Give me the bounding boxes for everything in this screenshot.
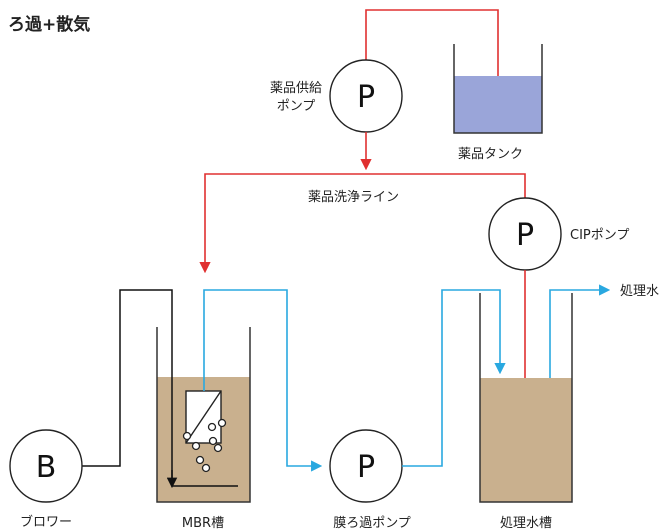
chemical-supply-pump: P xyxy=(329,59,403,133)
chemical-supply-pump-letter: P xyxy=(357,80,375,115)
air-bubble xyxy=(208,436,218,446)
treated-water-tank xyxy=(479,293,573,503)
membrane-diagonal xyxy=(185,390,222,444)
chemical-tank-walls xyxy=(453,44,543,134)
cip-pump-label: CIPポンプ xyxy=(570,228,629,243)
air-bubbles xyxy=(182,418,227,473)
chemical-wash-line-label: 薬品洗浄ライン xyxy=(308,190,399,205)
chemical-suction-line xyxy=(365,9,499,76)
treated-water-tank-label: 処理水槽 xyxy=(500,516,552,531)
filtration-pump-label: 膜ろ過ポンプ xyxy=(333,516,411,531)
mbr-tank-walls xyxy=(156,327,251,503)
diagram-title: ろ過+散気 xyxy=(8,14,90,35)
air-bubble xyxy=(201,463,211,473)
chemical-tank-label: 薬品タンク xyxy=(458,147,523,162)
treated-water-outflow-line xyxy=(549,284,611,378)
chemical-wash-header-line xyxy=(204,173,526,200)
chemical-supply-pump-label-line2: ポンプ xyxy=(277,99,316,114)
mbr-tank-label: MBR槽 xyxy=(182,516,224,531)
blower: B xyxy=(9,429,83,503)
air-bubble xyxy=(213,443,223,453)
air-bubble xyxy=(182,431,192,441)
permeate-line xyxy=(203,289,323,472)
air-bubble xyxy=(191,441,201,451)
blower-circle xyxy=(9,429,83,503)
cip-pump-letter: P xyxy=(516,218,534,253)
chemical-supply-pump-label-line1: 薬品供給 xyxy=(270,81,322,96)
chemical-tank xyxy=(453,44,543,134)
air-bubble xyxy=(217,418,227,428)
treated-water-tank-walls xyxy=(479,293,573,503)
air-bubble xyxy=(195,455,205,465)
treated-water-outflow-label: 処理水 xyxy=(620,284,659,299)
cip-pump: P xyxy=(488,197,562,271)
air-supply-line xyxy=(81,289,238,487)
filtration-pump-letter: P xyxy=(357,450,375,485)
blower-letter: B xyxy=(36,450,57,485)
air-bubble xyxy=(207,422,217,432)
treated-water-tank-liquid xyxy=(480,378,572,502)
blower-label: ブロワー xyxy=(20,514,72,530)
filtration-pump: P xyxy=(329,429,403,503)
filtered-water-line xyxy=(402,289,506,467)
chemical-tank-liquid xyxy=(454,76,542,133)
